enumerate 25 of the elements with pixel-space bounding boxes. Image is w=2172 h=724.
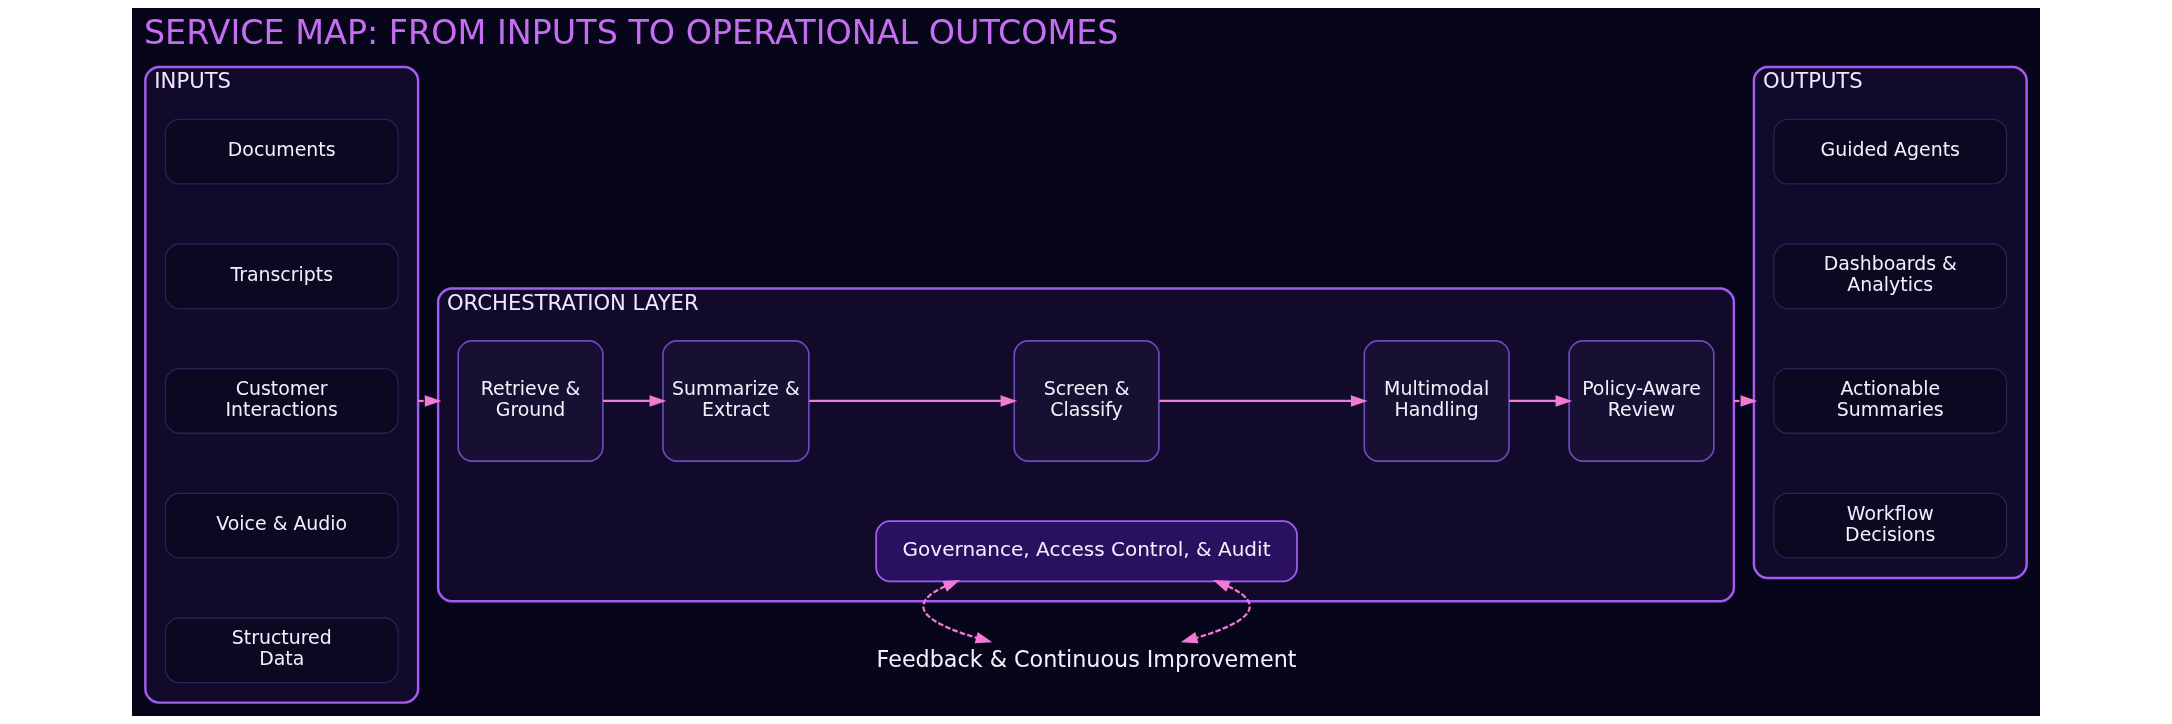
arrow xyxy=(1733,395,1758,407)
node-text: Feedback & Continuous Improvement xyxy=(876,646,1297,673)
arrow xyxy=(1159,395,1368,407)
node-box: Structured Data xyxy=(164,617,399,684)
node-box: Retrieve & Ground xyxy=(457,340,604,462)
node-box: Transcripts xyxy=(164,243,399,310)
node-box: Screen & Classify xyxy=(1013,340,1160,462)
arrow xyxy=(1180,580,1251,644)
arrow xyxy=(418,395,442,407)
diagram-title: SERVICE MAP: FROM INPUTS TO OPERATIONAL OUTCOMES xyxy=(143,12,1119,52)
node-box: Voice & Audio xyxy=(164,492,399,559)
node-box: Guided Agents xyxy=(1773,118,2008,185)
node-box: Policy-Aware Review xyxy=(1568,340,1715,462)
arrow xyxy=(1509,395,1573,407)
node-box: Multimodal Handling xyxy=(1363,340,1510,462)
node-box: Customer Interactions xyxy=(164,368,399,434)
node-box: Summarize & Extract xyxy=(662,340,810,462)
arrow xyxy=(922,580,993,644)
node-box: Workflow Decisions xyxy=(1773,492,2008,559)
arrow xyxy=(603,395,667,407)
node-box: Actionable Summaries xyxy=(1773,368,2008,434)
node-box: Governance, Access Control, & Audit xyxy=(875,520,1298,583)
node-box: Documents xyxy=(164,118,399,185)
arrow xyxy=(809,395,1018,407)
node-box: Dashboards & Analytics xyxy=(1773,243,2008,310)
